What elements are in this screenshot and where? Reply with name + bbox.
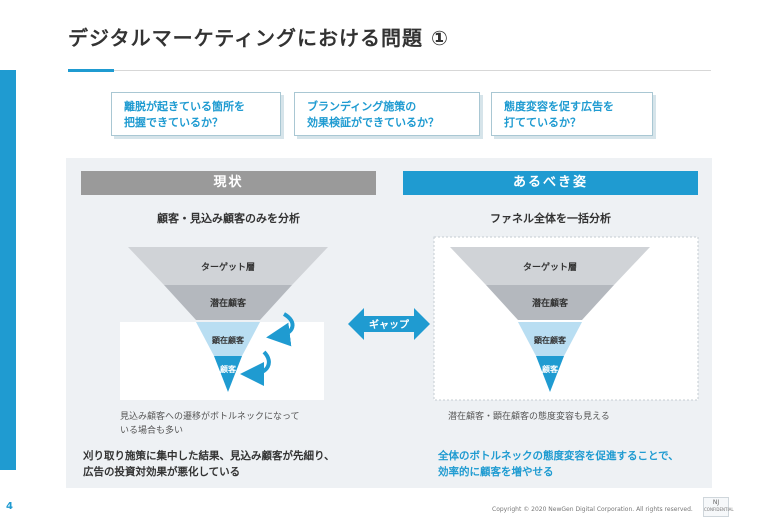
ideal-funnel-target-layer: [450, 247, 650, 285]
ideal-conclusion-line-1: 全体のボトルネックの態度変容を促進することで、: [438, 450, 679, 462]
title-accent-bar: [68, 69, 114, 72]
current-funnel: ターゲット層 潜在顧客 顕在顧客 顧客: [120, 247, 328, 400]
ideal-funnel: ターゲット層 潜在顧客 顕在顧客 顧客: [433, 236, 699, 401]
current-funnel-potential-layer: [164, 285, 292, 320]
current-heading: 現状: [81, 171, 376, 195]
current-funnel-customer-layer: [214, 356, 242, 392]
slide-title: デジタルマーケティングにおける問題 ①: [68, 26, 449, 50]
ideal-note: 潜在顧客・顕在顧客の態度変容も見える: [448, 410, 610, 424]
ideal-funnel-label-2: 潜在顧客: [532, 297, 569, 309]
question-2-line-2: 効果検証ができているか？: [307, 116, 439, 129]
ideal-conclusion-line-2: 効率的に顧客を増やせる: [438, 466, 554, 478]
copyright-notice: Copyright © 2020 NewGen Digital Corporat…: [492, 506, 693, 513]
current-funnel-label-1: ターゲット層: [201, 261, 255, 273]
ideal-funnel-label-4: 顧客: [542, 364, 559, 374]
gap-arrow: ギャップ: [348, 308, 430, 340]
current-note: 見込み顧客への遷移がボトルネックになって いる場合も多い: [120, 410, 300, 438]
question-2-line-1: ブランディング施策の: [307, 100, 417, 113]
current-funnel-aware-layer: [196, 322, 260, 356]
ideal-subheading: ファネル全体を一括分析: [490, 212, 611, 225]
confidential-label: CONFIDENTIAL: [704, 507, 734, 512]
current-subheading: 顧客・見込み顧客のみを分析: [157, 212, 300, 225]
transition-arrow-1: [266, 312, 295, 347]
question-1-line-2: 把握できているか？: [124, 116, 223, 129]
ideal-funnel-potential-layer: [486, 285, 614, 320]
confidential-badge: NJ CONFIDENTIAL: [703, 497, 734, 517]
title-divider: [68, 70, 711, 71]
current-funnel-label-2: 潜在顧客: [210, 297, 247, 309]
question-box-2: ブランディング施策の 効果検証ができているか？: [294, 92, 480, 136]
current-note-line-1: 見込み顧客への遷移がボトルネックになって: [120, 412, 300, 422]
ideal-funnel-label-1: ターゲット層: [523, 261, 577, 273]
accent-sidebar: [0, 70, 16, 470]
ideal-funnel-aware-layer: [518, 322, 582, 356]
gap-label: ギャップ: [369, 318, 410, 331]
company-logo: NJ: [712, 499, 720, 506]
ideal-conclusion: 全体のボトルネックの態度変容を促進することで、 効率的に顧客を増やせる: [438, 448, 679, 480]
current-note-line-2: いる場合も多い: [120, 426, 184, 436]
current-conclusion: 刈り取り施策に集中した結果、見込み顧客が先細り、 広告の投資対効果が悪化している: [83, 448, 335, 480]
page-number: 4: [6, 501, 13, 512]
current-funnel-label-3: 顕在顧客: [212, 335, 245, 345]
transition-arrow-2: [240, 350, 271, 386]
current-funnel-label-4: 顧客: [220, 364, 237, 374]
ideal-heading: あるべき姿: [403, 171, 698, 195]
question-3-line-1: 態度変容を促す広告を: [504, 100, 614, 113]
question-box-3: 態度変容を促す広告を 打てているか？: [491, 92, 653, 136]
ideal-funnel-customer-layer: [536, 356, 564, 392]
current-conclusion-line-1: 刈り取り施策に集中した結果、見込み顧客が先細り、: [83, 450, 335, 462]
question-box-1: 離脱が起きている箇所を 把握できているか？: [111, 92, 281, 136]
ideal-funnel-label-3: 顕在顧客: [534, 335, 567, 345]
question-1-line-1: 離脱が起きている箇所を: [124, 100, 245, 113]
funnel-diagrams: ターゲット層 潜在顧客 顕在顧客 顧客 ギャップ ターゲット層 潜在顧客 顕在顧…: [120, 236, 699, 401]
current-funnel-target-layer: [128, 247, 328, 285]
current-conclusion-line-2: 広告の投資対効果が悪化している: [83, 466, 241, 478]
double-arrow-icon: [348, 308, 430, 340]
ideal-note-text: 潜在顧客・顕在顧客の態度変容も見える: [448, 412, 610, 422]
question-3-line-2: 打てているか？: [504, 116, 581, 129]
